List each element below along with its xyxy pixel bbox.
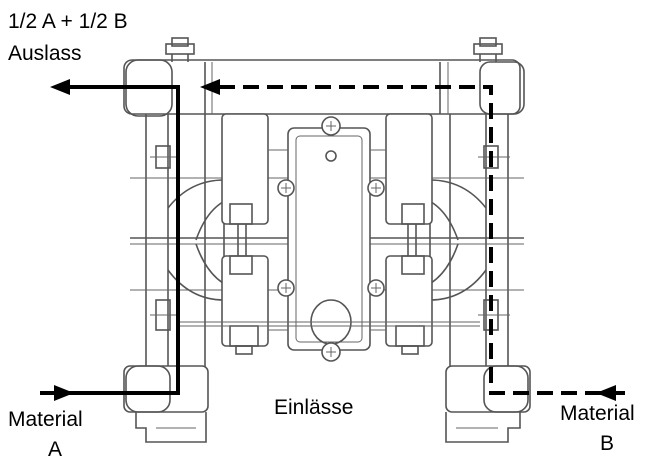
material-a-inlet-arrow <box>54 385 74 401</box>
material-a-flow-line <box>40 85 180 395</box>
pump-body <box>123 37 531 443</box>
material-b-label-line1: Material <box>560 402 635 425</box>
material-a-label-line1: Material <box>8 408 83 431</box>
material-a-label-line2: A <box>47 438 62 461</box>
flow-lines <box>40 79 625 401</box>
material-b-flow-line <box>212 85 625 395</box>
check-valve-right <box>385 113 433 355</box>
outlet-manifold <box>123 37 525 117</box>
outlet-label-line2: Auslass <box>8 42 82 65</box>
inlets-label: Einlässe <box>274 396 354 419</box>
outlet-arrow <box>50 79 70 95</box>
check-valve-left <box>221 113 269 355</box>
outlet-label-line1: 1/2 A + 1/2 B <box>8 10 128 33</box>
inlet-manifold <box>123 365 531 443</box>
center-section <box>176 116 480 362</box>
material-b-merge-arrow <box>200 79 220 95</box>
material-b-label-line2: B <box>599 432 614 455</box>
material-b-inlet-arrow <box>596 385 616 401</box>
